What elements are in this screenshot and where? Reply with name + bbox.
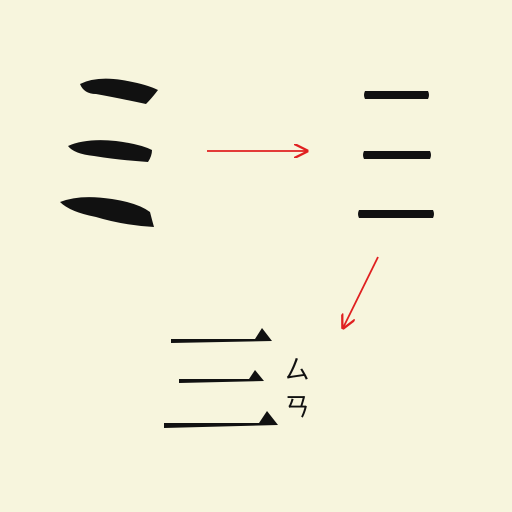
ancient-stroke-middle: [68, 140, 152, 162]
clerical-script-three-glyph: [358, 91, 434, 218]
modern-stroke-bottom: [164, 411, 278, 428]
zhuyin-final: ㄢ: [284, 393, 310, 423]
zhuyin-initial: ㄙ: [284, 356, 310, 386]
clerical-stroke-middle: [363, 151, 431, 159]
ancient-script-three-glyph: [60, 78, 158, 227]
clerical-stroke-bottom: [358, 210, 434, 218]
clerical-stroke-top: [364, 91, 429, 99]
ancient-stroke-top: [80, 78, 158, 104]
arrow-clerical-to-modern: [343, 256, 379, 328]
ancient-stroke-bottom: [60, 197, 154, 227]
modern-stroke-top: [171, 328, 272, 343]
modern-stroke-middle: [179, 370, 264, 383]
modern-character-three-glyph: [164, 328, 278, 428]
